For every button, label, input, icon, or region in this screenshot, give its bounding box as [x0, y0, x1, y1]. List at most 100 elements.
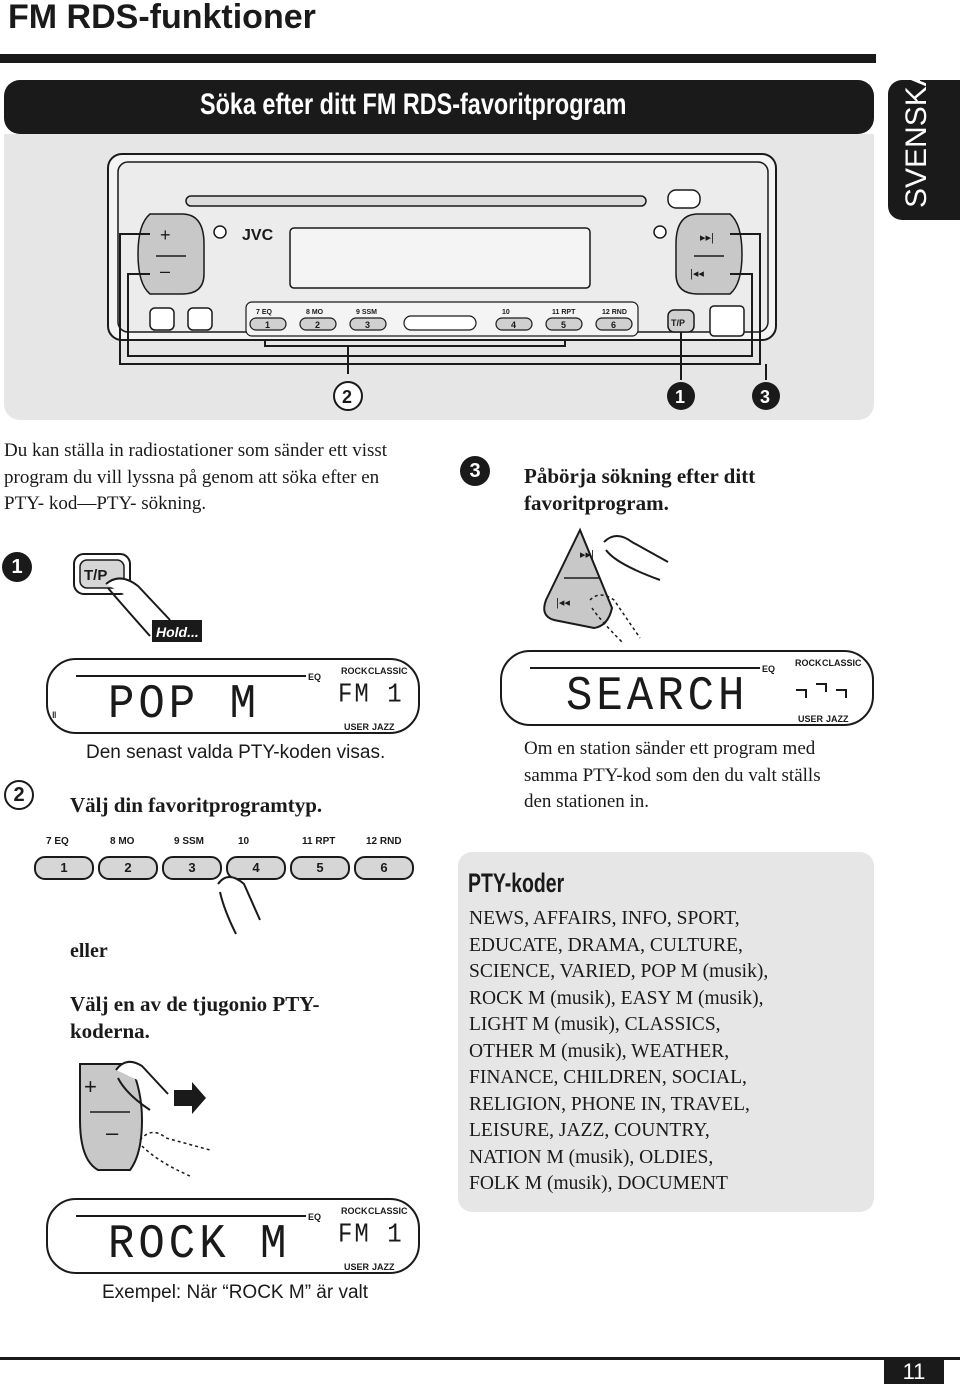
step-3-result-line: samma PTY-kod som den du valt ställs: [524, 764, 821, 786]
step-3-result: Om en station sänder ett program med sam…: [524, 736, 821, 816]
lcd-eq-label: EQ: [762, 664, 775, 674]
pty-codes-line: EDUCATE, DRAMA, CULTURE,: [469, 934, 743, 956]
intro-line: program du vill lyssna på genom att söka…: [4, 466, 380, 488]
svg-text:2: 2: [342, 387, 352, 407]
lcd-rock-details: EQ ROCK CLASSIC USER JAZZ: [76, 1206, 408, 1272]
device-preset-label: 12 RND: [602, 309, 627, 316]
lcd-rock-label: ROCK: [341, 666, 368, 676]
device-preset-label: 7 EQ: [256, 309, 273, 316]
svg-text:|◂◂: |◂◂: [556, 597, 570, 609]
lcd-pop-details: EQ ROCK CLASSIC USER JAZZ ‖: [52, 666, 408, 732]
lcd-search-details: EQ ROCK CLASSIC USER JAZZ: [530, 658, 862, 724]
pty-codes-line: FINANCE, CHILDREN, SOCIAL,: [469, 1067, 747, 1088]
svg-text:+: +: [160, 225, 171, 245]
brand-logo: JVC: [242, 227, 274, 244]
device-preset-label: 10: [502, 309, 510, 316]
preset-button[interactable]: 5: [290, 856, 350, 880]
step-3-line: Påbörja sökning efter ditt: [524, 464, 756, 488]
lcd-display-search: [500, 650, 874, 726]
device-preset-button: [595, 317, 633, 331]
intro-text: Du kan ställa in radiostationer som sänd…: [4, 438, 387, 518]
preset-button[interactable]: 4: [226, 856, 286, 880]
lcd-user-label: USER: [344, 722, 370, 732]
device-preset-number: 5: [561, 320, 566, 330]
svg-text:‖: ‖: [52, 710, 56, 720]
pty-codes-list: NEWS, AFFAIRS, INFO, SPORT, EDUCATE, DRA…: [469, 906, 768, 1198]
lcd-jazz-label: JAZZ: [372, 722, 395, 732]
pty-codes-line: SCIENCE, VARIED, POP M (musik),: [469, 961, 769, 982]
preset-button[interactable]: 2: [98, 856, 158, 880]
device-preset-button: [545, 317, 583, 331]
pty-codes-line: OTHER M (musik), WEATHER,: [469, 1040, 730, 1062]
finger-press-preset: [217, 876, 261, 935]
lcd-classic-label: CLASSIC: [822, 658, 862, 668]
step-3-instruction: Påbörja sökning efter ditt favoritprogra…: [524, 463, 755, 517]
device-preset-number: 2: [315, 320, 320, 330]
step-2-badge: 2: [4, 780, 34, 810]
lcd-rock-label: ROCK: [795, 658, 822, 668]
preset-label: 9 SSM: [174, 836, 205, 847]
page-number: 11: [884, 1358, 944, 1384]
intro-line: PTY- kod—PTY- sökning.: [4, 493, 207, 514]
step-1-illustration: T/P Hold...: [73, 553, 202, 642]
device-preset-label: 11 RPT: [552, 309, 576, 316]
lcd-text-rock: ROCK M: [108, 1217, 291, 1273]
preset-label: 8 MO: [110, 836, 135, 847]
svg-text:1: 1: [675, 387, 685, 407]
intro-line: Du kan ställa in radiostationer som sänd…: [4, 440, 388, 461]
example-caption: Exempel: När “ROCK M” är valt: [102, 1282, 369, 1303]
device-preset-label: 9 SSM: [356, 309, 377, 316]
pty-codes-line: NEWS, AFFAIRS, INFO, SPORT,: [469, 908, 740, 929]
preset-label: 12 RND: [366, 836, 402, 847]
preset-label: 10: [238, 836, 250, 847]
pty-codes-heading: PTY-koder: [468, 868, 565, 898]
step-3-badge: 3: [460, 456, 490, 486]
page-title: FM RDS-funktioner: [8, 0, 316, 36]
lcd-text-pop: POP M: [108, 677, 261, 733]
pty-codes-line: ROCK M (musik), EASY M (musik),: [469, 987, 764, 1009]
lcd-display-rock: [46, 1198, 420, 1274]
preset-button[interactable]: 6: [354, 856, 414, 880]
lcd-classic-label: CLASSIC: [368, 1206, 408, 1216]
svg-text:3: 3: [760, 387, 770, 407]
step-3-illustration: ▸▸| |◂◂: [543, 527, 669, 643]
svg-text:▸▸|: ▸▸|: [580, 549, 594, 561]
footer-rule: [0, 1357, 960, 1360]
device-preset-label: 8 MO: [306, 309, 324, 316]
lcd-jazz-label: JAZZ: [372, 1262, 395, 1272]
svg-text:▸▸|: ▸▸|: [700, 232, 714, 244]
lcd-text-search: SEARCH: [566, 669, 749, 725]
device-preset-button: [495, 317, 533, 331]
step-3-result-line: Om en station sänder ett program med: [524, 738, 816, 759]
lcd-jazz-label: JAZZ: [826, 714, 849, 724]
svg-text:+: +: [84, 1074, 97, 1099]
lcd-classic-label: CLASSIC: [368, 666, 408, 676]
preset-button[interactable]: 1: [34, 856, 94, 880]
svg-text:|◂◂: |◂◂: [690, 268, 704, 280]
pty-codes-line: NATION M (musik), OLDIES,: [469, 1146, 714, 1168]
pty-codes-line: LEISURE, JAZZ, COUNTRY,: [469, 1120, 710, 1141]
section-title: Söka efter ditt FM RDS-favoritprogram: [200, 88, 627, 121]
step-2-alt-instruction: Välj en av de tjugonio PTY- koderna.: [70, 991, 320, 1045]
preset-label: 11 RPT: [302, 836, 336, 847]
title-rule: [0, 54, 876, 63]
step-2-rocker-illustration: + –: [79, 1060, 211, 1177]
pty-codes-line: LIGHT M (musik), CLASSICS,: [469, 1014, 721, 1035]
or-label: eller: [70, 940, 108, 962]
device-preset-button: [349, 317, 387, 331]
step-3-result-line: den stationen in.: [524, 791, 650, 812]
lcd-display-pop: [46, 658, 420, 734]
device-preset-button: [299, 317, 337, 331]
lcd-band-pop: FM 1: [338, 680, 404, 711]
pty-codes-line: RELIGION, PHONE IN, TRAVEL,: [469, 1093, 750, 1115]
svg-text:–: –: [106, 1120, 119, 1145]
step-2-caption: Den senast valda PTY-koden visas.: [86, 742, 386, 763]
preset-button[interactable]: 3: [162, 856, 222, 880]
lcd-rock-label: ROCK: [341, 1206, 368, 1216]
section-banner: [4, 80, 874, 134]
tp-button: T/P: [84, 567, 107, 584]
lcd-eq-label: EQ: [308, 1212, 321, 1222]
lcd-user-label: USER: [344, 1262, 370, 1272]
